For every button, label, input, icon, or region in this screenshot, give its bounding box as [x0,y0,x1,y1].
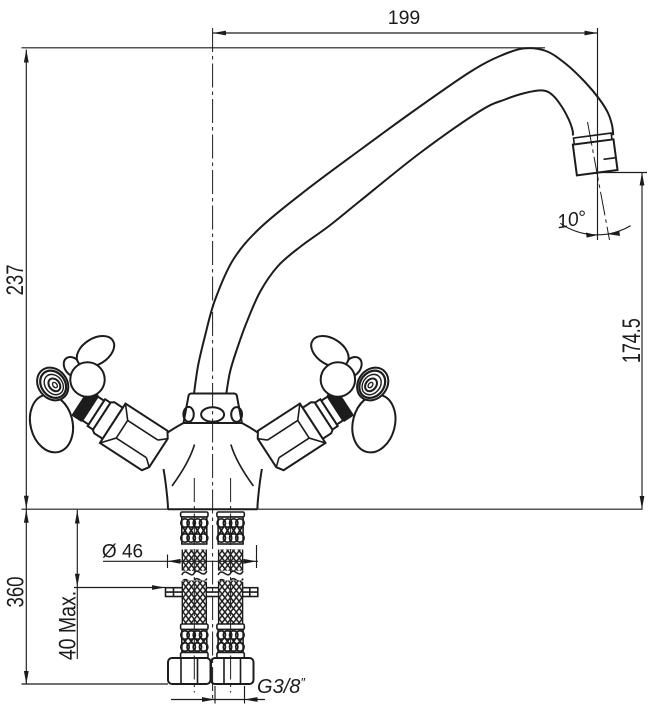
svg-text:199: 199 [388,7,421,29]
svg-text:360: 360 [1,576,29,607]
svg-text:174.5: 174.5 [617,318,646,363]
svg-text:237: 237 [0,264,28,295]
svg-text:G3/8″: G3/8″ [257,675,305,698]
svg-text:40 Max.: 40 Max. [53,591,81,660]
svg-text:10°: 10° [555,207,588,234]
svg-text:Ø 46: Ø 46 [102,542,143,563]
